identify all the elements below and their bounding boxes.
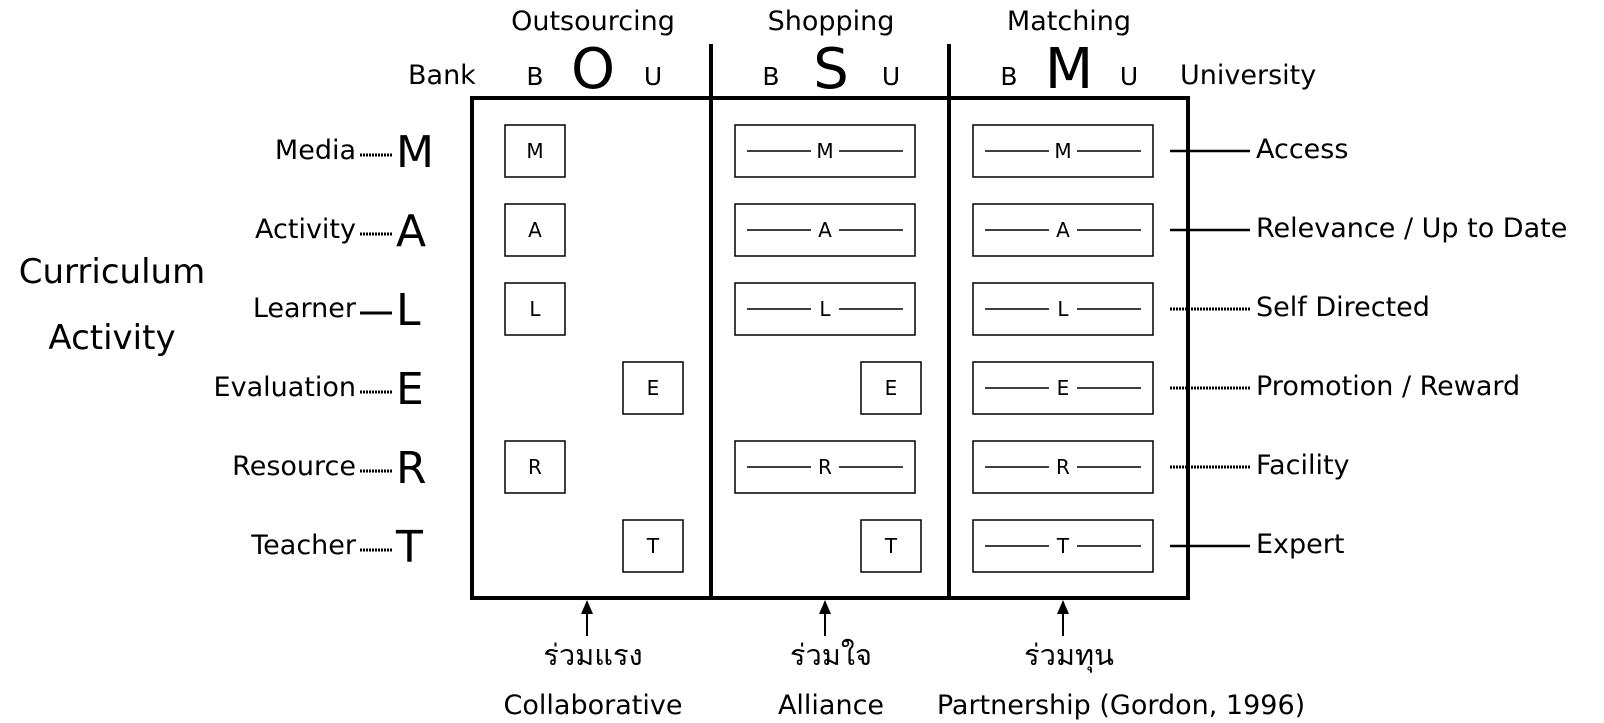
cell-letter: T (884, 534, 898, 558)
university-abbrev: U (1119, 62, 1139, 91)
cell-letter: R (818, 455, 832, 479)
row-label: Activity (255, 214, 356, 245)
bank-abbrev: B (526, 62, 544, 91)
row-letter: A (396, 206, 427, 257)
university-abbrev: U (881, 62, 901, 91)
row-label: Teacher (251, 530, 356, 561)
column-caption: Partnership (Gordon, 1996) (936, 690, 1306, 721)
cell-box (504, 282, 566, 336)
row-letter: R (396, 443, 427, 494)
right-label: Access (1256, 134, 1349, 165)
cell-letter: E (647, 376, 660, 400)
university-abbrev: U (643, 62, 663, 91)
column-caption: Collaborative (503, 690, 683, 721)
main-frame (470, 96, 1190, 600)
cell-box (622, 519, 684, 573)
cell-box (972, 203, 1154, 257)
thai-label: ร่วมทุน (1024, 638, 1114, 672)
right-label: Self Directed (1256, 292, 1430, 323)
row-letter: L (396, 285, 421, 336)
cell-letter: R (528, 455, 542, 479)
bank-abbrev: B (762, 62, 780, 91)
cell-box (622, 361, 684, 415)
row-letter: M (396, 127, 434, 178)
column-letter: S (813, 37, 849, 102)
cell-box (972, 519, 1154, 573)
right-label: Relevance / Up to Date (1256, 213, 1568, 244)
cell-box (734, 282, 916, 336)
cell-letter: A (528, 218, 542, 242)
title-line-2: Activity (48, 318, 176, 358)
row-label: Resource (232, 451, 356, 482)
university-label: University (1180, 60, 1317, 91)
arrow-head (1057, 600, 1069, 614)
cell-letter: A (1056, 218, 1070, 242)
arrow-head (581, 600, 593, 614)
cell-letter: M (816, 139, 833, 163)
thai-label: ร่วมแรง (543, 638, 643, 672)
cell-letter: M (526, 139, 543, 163)
cell-box (504, 203, 566, 257)
cell-box (504, 440, 566, 494)
cell-box (972, 361, 1154, 415)
column-title: Shopping (767, 6, 895, 37)
bank-label: Bank (408, 60, 476, 91)
row-label: Evaluation (213, 372, 356, 403)
cell-letter: L (819, 297, 831, 321)
cell-box (972, 124, 1154, 178)
cell-letter: M (1054, 139, 1071, 163)
cell-box (860, 519, 922, 573)
cell-letter: E (885, 376, 898, 400)
title-line-1: Curriculum (18, 252, 206, 292)
cell-letter: L (529, 297, 541, 321)
cell-letter: T (1056, 534, 1070, 558)
cell-box (734, 440, 916, 494)
cell-letter: R (1056, 455, 1070, 479)
cell-box (972, 440, 1154, 494)
cell-letter: L (1057, 297, 1069, 321)
cell-box (860, 361, 922, 415)
cell-box (734, 124, 916, 178)
column-title: Outsourcing (511, 6, 675, 37)
column-title: Matching (1006, 6, 1132, 37)
cell-letter: A (818, 218, 832, 242)
bank-abbrev: B (1000, 62, 1018, 91)
column-letter: M (1044, 37, 1094, 102)
column-caption: Alliance (777, 690, 885, 721)
right-label: Expert (1256, 529, 1345, 560)
row-letter: T (396, 522, 423, 573)
cell-letter: E (1057, 376, 1070, 400)
arrow-head (819, 600, 831, 614)
column-letter: O (570, 37, 616, 102)
right-label: Facility (1256, 450, 1350, 481)
row-label: Learner (252, 293, 356, 324)
right-label: Promotion / Reward (1256, 371, 1521, 402)
cell-letter: T (646, 534, 660, 558)
thai-label: ร่วมใจ (789, 638, 873, 672)
cell-box (504, 124, 566, 178)
cell-box (972, 282, 1154, 336)
row-letter: E (396, 364, 424, 415)
row-label: Media (274, 135, 356, 166)
cell-box (734, 203, 916, 257)
